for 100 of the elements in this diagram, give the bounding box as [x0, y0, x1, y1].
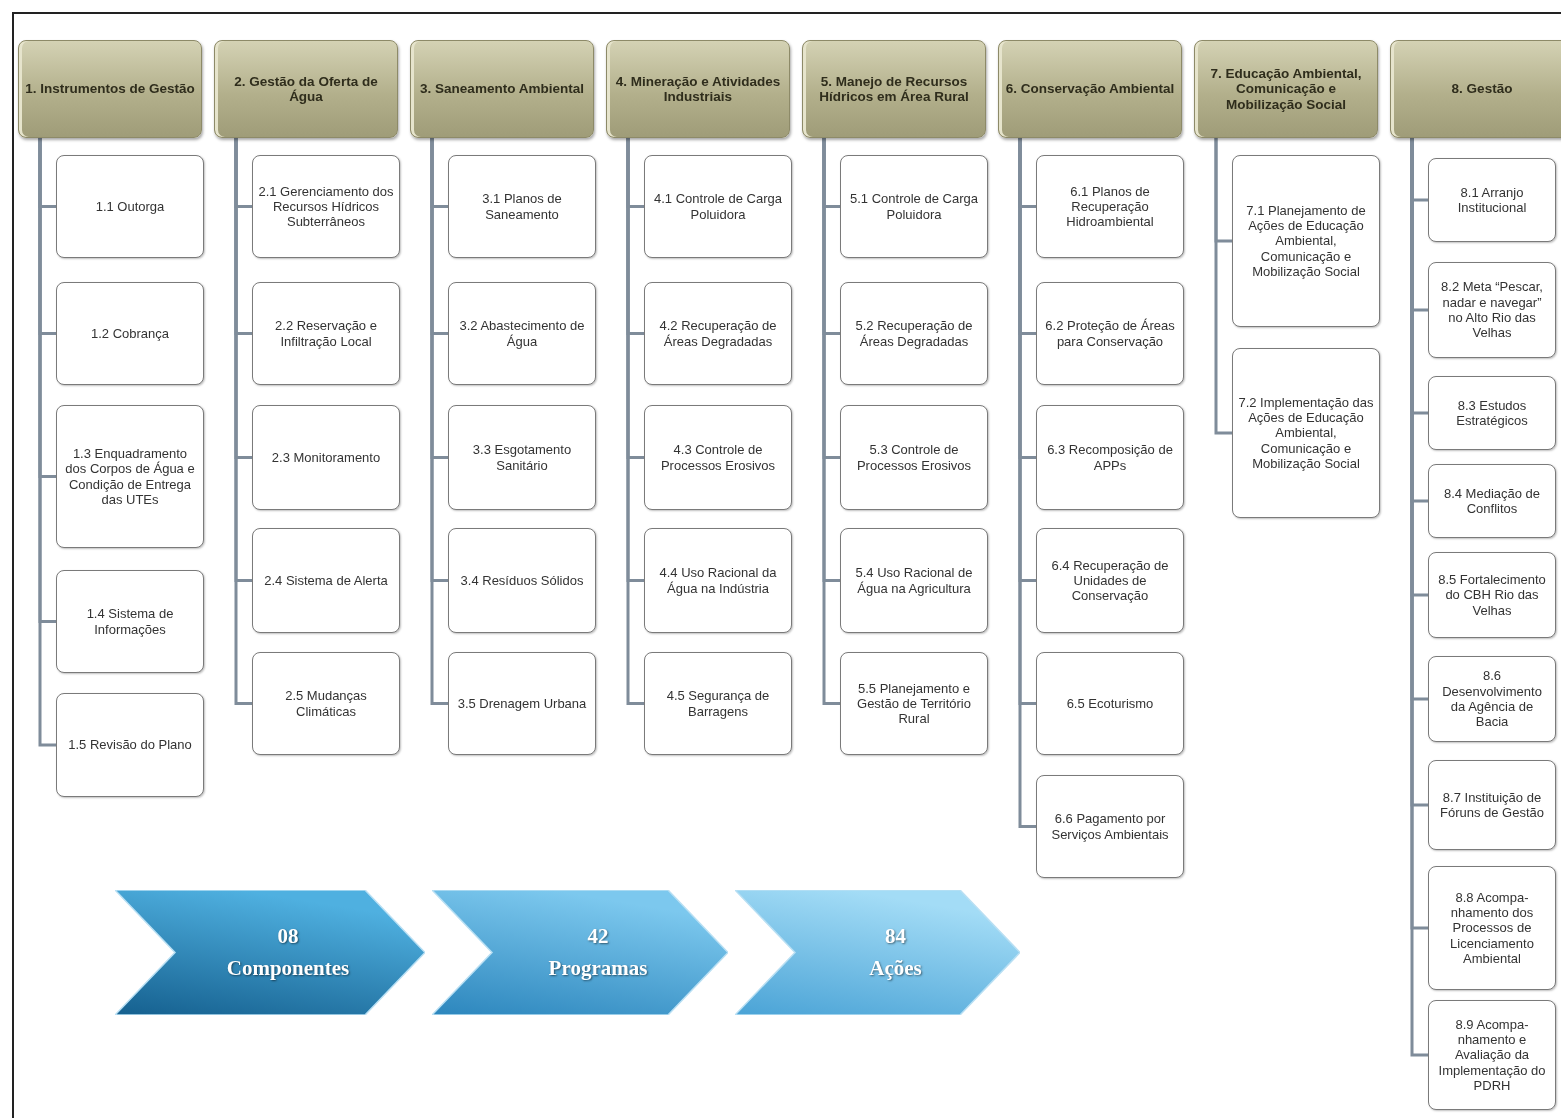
program-box: [252, 282, 400, 385]
header-text: 1. Instrumentos de Gestão: [25, 81, 195, 97]
program-box: [1428, 866, 1556, 990]
header-text: 7. Educação Ambiental, Comunicação e Mobilização Social: [1209, 66, 1363, 112]
program-text: 6.5 Ecoturismo: [1066, 695, 1154, 712]
summary-banner: [735, 890, 1020, 1015]
program-box: [252, 405, 400, 510]
program-text: 6.4 Recuperação de Unidades de Conservação: [1050, 557, 1170, 604]
program-text: 8.1 Arranjo Institucional: [1456, 184, 1528, 216]
program-box: [1428, 552, 1556, 638]
program-text: 8.3 Estudos Estratégicos: [1455, 397, 1529, 429]
count-number: 84: [885, 923, 906, 950]
program-text: 1.1 Outorga: [95, 198, 165, 215]
program-text: 6.6 Pagamento por Serviços Ambientais: [1050, 811, 1170, 842]
program-text: 8.9 Acompa-nhamento e Avaliação da Implementação do PDRH: [1437, 1016, 1547, 1094]
program-text: 3.2 Abastecimento de Água: [458, 318, 586, 349]
count-label: Programas: [548, 954, 648, 982]
program-text: 8.2 Meta “Pescar, nadar e navegar” no Alto Rio das Velhas: [1440, 279, 1544, 341]
header-text: 6. Conservação Ambiental: [1005, 81, 1175, 97]
program-text: 2.5 Mudanças Climáticas: [284, 688, 368, 719]
program-text: 5.3 Controle de Processos Erosivos: [855, 442, 973, 473]
count-number: 42: [587, 923, 609, 950]
program-box: [1428, 656, 1556, 742]
summary-banner: [432, 890, 728, 1015]
program-box: [252, 652, 400, 755]
program-text: 8.7 Instituição de Fóruns de Gestão: [1438, 789, 1546, 821]
component-header: [606, 40, 790, 138]
program-box: [1428, 760, 1556, 850]
program-box: [1036, 652, 1184, 755]
program-box: [448, 155, 596, 258]
program-box: [840, 405, 988, 510]
program-text: 8.8 Acompa-nhamento dos Processos de Licenciamento Ambiental: [1449, 889, 1535, 967]
program-text: 4.3 Controle de Processos Erosivos: [659, 442, 777, 473]
program-box: [840, 282, 988, 385]
header-text: 8. Gestão: [1451, 81, 1513, 97]
component-header: [214, 40, 398, 138]
program-box: [448, 282, 596, 385]
program-box: [840, 155, 988, 258]
program-text: 2.1 Gerenciamento dos Recursos Hídricos Subterrâneos: [258, 183, 394, 230]
program-box: [1428, 158, 1556, 242]
program-box: [1428, 262, 1556, 358]
program-box: [56, 282, 204, 385]
program-text: 4.4 Uso Racional da Água na Indústria: [658, 565, 778, 596]
program-text: 3.1 Planos de Saneamento: [481, 191, 563, 222]
component-header: [1194, 40, 1378, 138]
program-box: [644, 282, 792, 385]
component-header: [998, 40, 1182, 138]
program-box: [1232, 348, 1380, 518]
program-text: 1.5 Revisão do Plano: [68, 737, 192, 753]
program-box: [1036, 775, 1184, 878]
program-box: [56, 693, 204, 797]
program-box: [448, 405, 596, 510]
program-box: [1036, 528, 1184, 633]
program-box: [644, 528, 792, 633]
program-text: 6.3 Recomposição de APPs: [1046, 442, 1174, 473]
program-text: 5.1 Controle de Carga Poluidora: [849, 191, 979, 222]
program-text: 7.2 Implementação das Ações de Educação Ambiental, Comunicação e Mobilização Social: [1238, 394, 1374, 472]
program-box: [56, 405, 204, 548]
header-text: 2. Gestão da Oferta de Água: [233, 73, 379, 105]
count-label: Ações: [869, 954, 922, 982]
program-text: 3.3 Esgotamento Sanitário: [471, 442, 573, 473]
program-text: 8.4 Mediação de Conflitos: [1442, 485, 1542, 517]
count-number: 08: [277, 923, 299, 950]
tree-connector: [1214, 138, 1232, 435]
program-text: 1.3 Enquadramento dos Corpos de Água e Condição de Entrega das UTEs: [64, 445, 196, 508]
component-header: [18, 40, 202, 138]
program-box: [448, 652, 596, 755]
program-text: 1.4 Sistema de Informações: [85, 606, 175, 637]
header-text: 4. Mineração e Atividades Industriais: [614, 73, 782, 105]
program-box: [56, 570, 204, 673]
program-box: [1232, 155, 1380, 327]
program-box: [1428, 376, 1556, 450]
program-box: [1036, 405, 1184, 510]
program-box: [644, 405, 792, 510]
program-text: 1.2 Cobrança: [90, 325, 170, 342]
program-box: [840, 528, 988, 633]
component-header: [1390, 40, 1561, 138]
program-text: 5.5 Planejamento e Gestão de Território Rural: [856, 680, 972, 727]
count-label: Componentes: [226, 954, 350, 982]
header-text: 5. Manejo de Recursos Hídricos em Área Rural: [818, 73, 970, 105]
summary-banner: [115, 890, 425, 1015]
program-box: [1428, 1000, 1556, 1110]
program-text: 6.1 Planos de Recuperação Hidroambiental: [1065, 183, 1155, 230]
program-text: 4.2 Recuperação de Áreas Degradadas: [658, 318, 778, 349]
program-text: 2.4 Sistema de Alerta: [264, 572, 388, 589]
program-box: [644, 652, 792, 755]
program-box: [644, 155, 792, 258]
program-box: [1428, 464, 1556, 538]
program-box: [448, 528, 596, 633]
program-text: 8.6 Desenvolvimento da Agência de Bacia: [1441, 668, 1543, 730]
program-box: [252, 528, 400, 633]
program-text: 3.5 Drenagem Urbana: [457, 695, 587, 712]
program-box: [1036, 282, 1184, 385]
program-box: [252, 155, 400, 258]
program-text: 2.3 Monitoramento: [271, 449, 381, 466]
program-box: [1036, 155, 1184, 258]
program-box: [56, 155, 204, 258]
program-text: 5.2 Recuperação de Áreas Degradadas: [854, 318, 974, 349]
program-text: 6.2 Proteção de Áreas para Conservação: [1044, 318, 1176, 349]
component-header: [410, 40, 594, 138]
